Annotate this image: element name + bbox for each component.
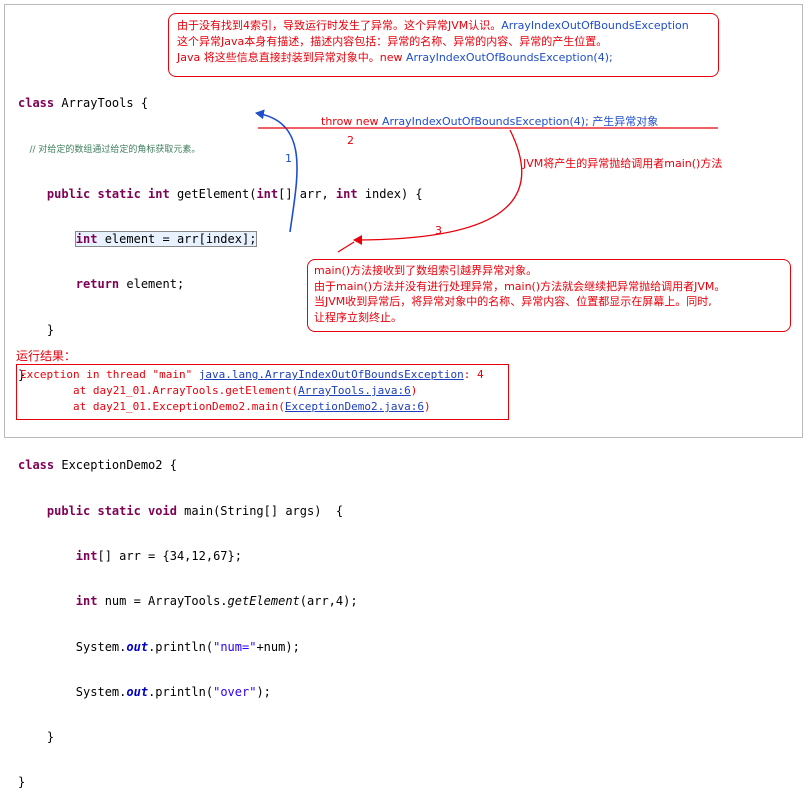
explanation-text: Java 将这些信息直接封装到异常对象中。new bbox=[177, 51, 406, 64]
keyword: return bbox=[75, 277, 120, 292]
code-line: } bbox=[18, 322, 55, 337]
explanation-line: 这个异常Java本身有描述，描述内容包括：异常的名称、异常的内容、异常的产生位置… bbox=[177, 35, 608, 48]
throw-text: throw new bbox=[321, 115, 383, 128]
code-comment: // 对给定的数组通过给定的角标获取元素。 bbox=[18, 145, 201, 156]
console-text: ) bbox=[410, 384, 418, 397]
code-line: int element = arr[index]; bbox=[18, 231, 423, 248]
string-literal: "over" bbox=[213, 684, 257, 699]
console-line: at day21_01.ExceptionDemo2.main(Exceptio… bbox=[20, 399, 508, 415]
code-line: class ArrayTools { bbox=[18, 96, 423, 111]
highlighted-statement: int element = arr[index]; bbox=[74, 231, 258, 248]
keyword: int bbox=[75, 594, 98, 609]
keyword: public static int bbox=[46, 186, 170, 201]
explanation-line: Java 将这些信息直接封装到异常对象中。new ArrayIndexOutOf… bbox=[177, 50, 710, 66]
code-text: (arr,4); bbox=[299, 594, 358, 609]
string-literal: "num=" bbox=[213, 639, 257, 654]
code-line: } bbox=[18, 730, 55, 745]
class-name: ArrayTools { bbox=[54, 96, 149, 111]
throw-annotation: throw new ArrayIndexOutOfBoundsException… bbox=[321, 113, 658, 129]
code-line: public static void main(String[] args) { bbox=[18, 504, 423, 519]
code-text: getElement( bbox=[169, 186, 257, 201]
code-text: main(String[] args) { bbox=[176, 503, 344, 518]
code-line: class ExceptionDemo2 { bbox=[18, 458, 423, 473]
exception-link[interactable]: java.lang.ArrayIndexOutOfBoundsException bbox=[198, 368, 464, 381]
main-handling-box: main()方法接收到了数组索引越界异常对象。 由于main()方法并没有进行处… bbox=[307, 259, 791, 332]
exception-constructor: ArrayIndexOutOfBoundsException(4); bbox=[405, 51, 613, 64]
keyword: class bbox=[18, 458, 55, 473]
arrow-bottom-box-pointer bbox=[337, 241, 355, 253]
explanation-line: 由于main()方法并没有进行处理异常，main()方法就会继续把异常抛给调用者… bbox=[314, 279, 726, 293]
code-line: public static int getElement(int[] arr, … bbox=[18, 187, 423, 202]
code-text: .println( bbox=[148, 639, 214, 654]
code-line: int[] arr = {34,12,67}; bbox=[18, 549, 423, 564]
keyword: int bbox=[256, 186, 279, 201]
indent bbox=[18, 504, 47, 518]
keyword: int bbox=[335, 186, 358, 201]
throw-constructor: ArrayIndexOutOfBoundsException(4); bbox=[382, 115, 589, 128]
arrow-label-3: 3 bbox=[435, 224, 442, 237]
code-text: [] arr = {34,12,67}; bbox=[97, 549, 242, 563]
code-text: ); bbox=[256, 684, 271, 699]
code-line: } bbox=[18, 775, 26, 790]
method-call: getElement bbox=[227, 594, 300, 609]
arrow-3-to-main bbox=[353, 129, 523, 245]
throw-note-suffix: 产生异常对象 bbox=[588, 115, 659, 128]
indent bbox=[18, 594, 76, 608]
explanation-text: 由于没有找到4索引，导致运行时发生了异常。这个异常JVM认识。 bbox=[177, 19, 502, 32]
arrow-label-2: 2 bbox=[347, 134, 354, 147]
stacktrace-link[interactable]: ExceptionDemo2.java:6 bbox=[284, 400, 424, 413]
console-text: at day21_01.ExceptionDemo2.main( bbox=[20, 400, 285, 413]
keyword: public static void bbox=[46, 503, 177, 518]
console-text: ) bbox=[423, 400, 431, 413]
indent bbox=[18, 549, 76, 563]
arrow-label-1: 1 bbox=[285, 152, 292, 165]
explanation-line: 让程序立刻终止。 bbox=[314, 310, 402, 324]
code-text: [] arr, bbox=[278, 186, 336, 201]
code-line: // 对给定的数组通过给定的角标获取元素。 bbox=[18, 141, 423, 156]
result-label: 运行结果： bbox=[16, 349, 77, 363]
console-output[interactable]: Exception in thread "main" java.lang.Arr… bbox=[16, 364, 509, 420]
console-line: at day21_01.ArrayTools.getElement(ArrayT… bbox=[20, 383, 508, 399]
code-line: System.out.println("num="+num); bbox=[18, 640, 423, 655]
stacktrace-link[interactable]: ArrayTools.java:6 bbox=[298, 384, 411, 397]
jvm-throws-annotation: JVM将产生的异常抛给调用者main()方法 bbox=[523, 157, 723, 170]
console-line: Exception in thread "main" java.lang.Arr… bbox=[20, 367, 508, 383]
code-line: } bbox=[18, 367, 26, 382]
code-text: element; bbox=[119, 277, 185, 292]
exception-class-name: ArrayIndexOutOfBoundsException bbox=[501, 19, 689, 32]
code-text: System. bbox=[18, 684, 127, 699]
code-text: System. bbox=[18, 639, 127, 654]
arrow-1-call bbox=[255, 109, 298, 233]
code-text: num = ArrayTools. bbox=[97, 594, 228, 609]
explanation-line: 当JVM收到异常后，将异常对象中的名称、异常内容、位置都显示在屏幕上。同时, bbox=[314, 295, 712, 308]
console-text: at day21_01.ArrayTools.getElement( bbox=[20, 384, 299, 397]
code-line: int num = ArrayTools.getElement(arr,4); bbox=[18, 594, 423, 609]
code-text: +num); bbox=[256, 639, 300, 654]
code-text: .println( bbox=[148, 684, 214, 699]
code-line: System.out.println("over"); bbox=[18, 685, 423, 700]
explanation-line: 由于没有找到4索引，导致运行时发生了异常。这个异常JVM认识。ArrayInde… bbox=[177, 18, 710, 34]
code-text: index) { bbox=[357, 186, 423, 201]
console-text: : 4 bbox=[463, 368, 484, 381]
code-text: element = arr[index]; bbox=[97, 232, 257, 247]
explanation-line: main()方法接收到了数组索引越界异常对象。 bbox=[314, 264, 538, 277]
exception-explanation-box: 由于没有找到4索引，导致运行时发生了异常。这个异常JVM认识。ArrayInde… bbox=[168, 13, 719, 77]
code-line: return element; bbox=[18, 277, 423, 292]
annotation-arrows bbox=[255, 109, 718, 253]
keyword: class bbox=[18, 96, 55, 111]
screenshot-frame bbox=[4, 4, 803, 438]
static-field: out bbox=[126, 684, 149, 699]
class-name: ExceptionDemo2 { bbox=[54, 458, 177, 473]
keyword: int bbox=[75, 232, 98, 247]
keyword: int bbox=[75, 549, 98, 563]
static-field: out bbox=[126, 639, 149, 654]
console-text: Exception in thread "main" bbox=[20, 368, 199, 381]
